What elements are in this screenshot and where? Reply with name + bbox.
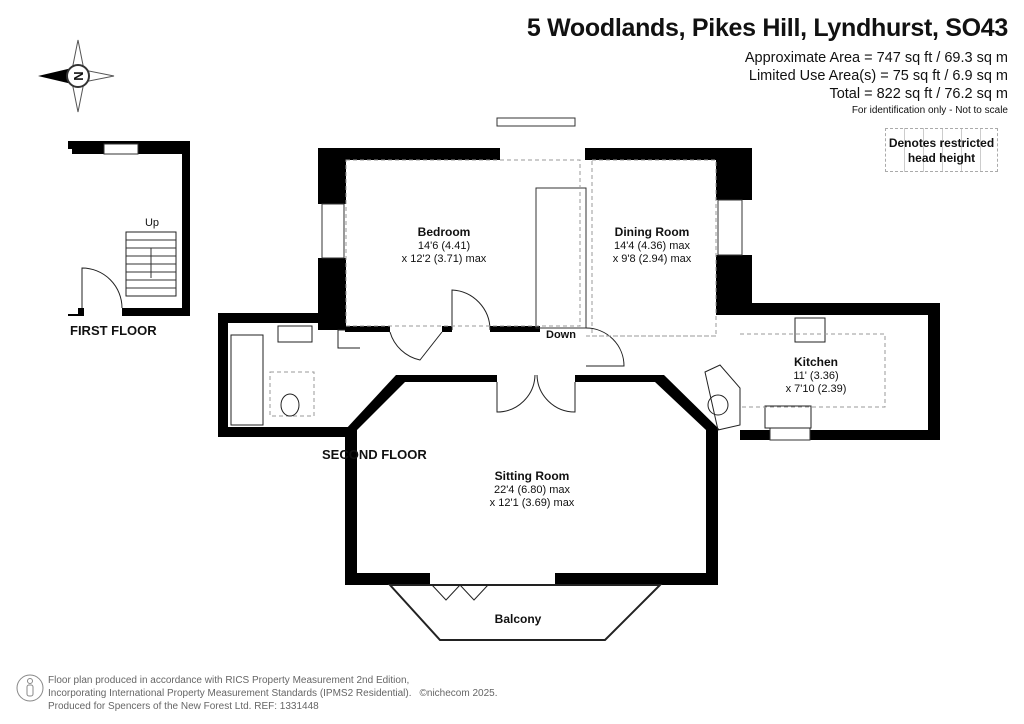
room-name: Bedroom — [418, 225, 471, 239]
scale-note: For identification only - Not to scale — [851, 105, 1008, 116]
room-sitting: Sitting Room 22'4 (6.80) max x 12'1 (3.6… — [490, 469, 575, 509]
first-floor-label: FIRST FLOOR — [70, 323, 157, 338]
room-dimension: 14'6 (4.41) — [418, 240, 470, 252]
total-area: Total = 822 sq ft / 76.2 sq m — [829, 86, 1008, 102]
stairs-down-label: Down — [546, 329, 576, 341]
footer-line-2: Incorporating International Property Mea… — [48, 688, 412, 699]
room-dimension: x 9'8 (2.94) max — [613, 253, 692, 265]
footer-line-1: Floor plan produced in accordance with R… — [48, 675, 410, 686]
stairs-up-label: Up — [145, 217, 159, 229]
room-dimension: 14'4 (4.36) max — [614, 240, 691, 252]
person-icon — [16, 674, 44, 702]
room-dimension: x 7'10 (2.39) — [786, 383, 847, 395]
sink-icon — [764, 405, 812, 429]
approximate-area: Approximate Area = 747 sq ft / 69.3 sq m — [744, 50, 1008, 66]
room-kitchen: Kitchen 11' (3.36) x 7'10 (2.39) — [786, 355, 847, 395]
shower-icon — [269, 371, 315, 417]
second-floor-plan — [218, 117, 940, 585]
footer-line-3: Produced for Spencers of the New Forest … — [48, 701, 319, 712]
room-dining: Dining Room 14'4 (4.36) max x 9'8 (2.94)… — [613, 225, 692, 265]
copyright: ©nichecom 2025. — [419, 688, 498, 699]
footer-text: Floor plan produced in accordance with R… — [48, 674, 497, 713]
bath-icon — [230, 334, 264, 426]
balcony-outline — [387, 584, 663, 641]
room-dimension: x 12'2 (3.71) max — [402, 253, 487, 265]
hob-icon — [794, 317, 826, 343]
room-balcony: Balcony — [495, 612, 542, 626]
compass-icon: N — [38, 39, 115, 113]
compass-north-label: N — [71, 71, 86, 80]
room-name: Kitchen — [794, 355, 838, 369]
restricted-height-legend: Denotes restricted head height — [885, 128, 998, 172]
room-name: Sitting Room — [495, 469, 570, 483]
room-dimension: x 12'1 (3.69) max — [490, 497, 575, 509]
legend-line-1: Denotes restricted — [888, 136, 995, 150]
footer-line-2-row: Incorporating International Property Mea… — [48, 687, 497, 700]
property-address-title: 5 Woodlands, Pikes Hill, Lyndhurst, SO43 — [526, 14, 1008, 42]
room-name: Dining Room — [615, 225, 690, 239]
basin-icon — [277, 325, 313, 343]
first-floor-plan: Up — [68, 141, 190, 316]
room-dimension: 22'4 (6.80) max — [494, 484, 571, 496]
limited-use-area: Limited Use Area(s) = 75 sq ft / 6.9 sq … — [748, 68, 1008, 84]
fixtures — [230, 159, 886, 641]
legend-line-2: head height — [907, 151, 976, 165]
toilet-icon — [280, 393, 300, 417]
room-dimension: 11' (3.36) — [793, 370, 838, 382]
room-bedroom: Bedroom 14'6 (4.41) x 12'2 (3.71) max — [402, 225, 487, 265]
second-floor-label: SECOND FLOOR — [322, 447, 427, 462]
